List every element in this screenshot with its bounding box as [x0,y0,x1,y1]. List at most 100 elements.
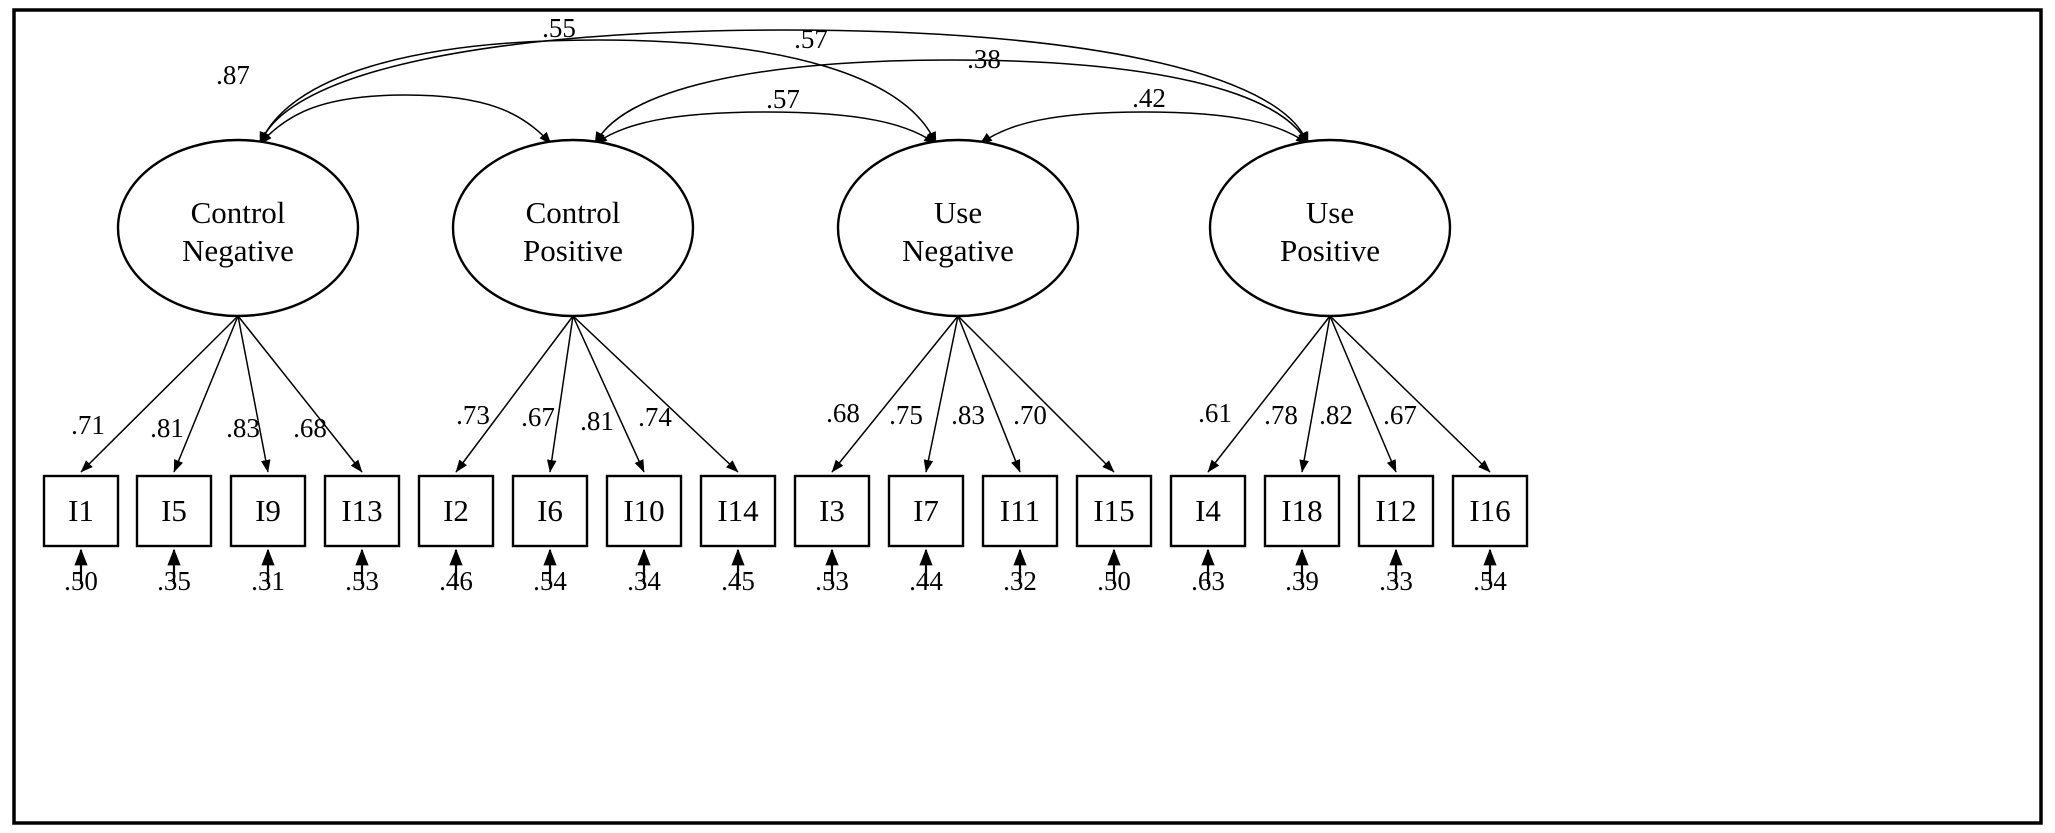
factor-label-line1-use-negative: Use [934,195,982,230]
residual-value-I13: .53 [345,566,379,596]
indicator-label-I12: I12 [1375,493,1416,528]
residual-value-I1: .50 [64,566,98,596]
indicator-I7: I7 [887,474,965,548]
indicator-box-I3 [793,474,871,548]
indicator-label-I13: I13 [341,493,382,528]
correlation-value-cn-cp: .87 [216,60,250,90]
loading-value-I9: .83 [226,413,260,443]
latent-factors: ControlNegativeControlPositiveUseNegativ… [116,138,1452,318]
indicator-I14: I14 [699,474,777,548]
residual-value-I6: .54 [533,566,567,596]
indicator-I5: I5 [135,474,213,548]
indicator-label-I2: I2 [443,493,469,528]
correlation-value-cp-un: .57 [766,84,800,114]
residual-value-I12: .33 [1379,566,1413,596]
loading-path-I16 [1329,315,1491,473]
indicator-I11: I11 [981,474,1059,548]
indicator-I2: I2 [417,474,495,548]
figure-frame [12,8,2043,825]
indicator-box-I16 [1451,474,1529,548]
indicator-label-I5: I5 [161,493,187,528]
indicator-label-I10: I10 [623,493,664,528]
loading-path-I10 [572,315,645,473]
correlation-arc-head-left [259,39,599,145]
loading-path-I18 [1299,315,1331,473]
correlation-arc-head-left [259,29,785,145]
correlation-arc-head-right [405,94,552,145]
indicator-I16: I16 [1451,474,1529,548]
indicator-I9: I9 [229,474,307,548]
correlation-arc-head-left [594,59,952,145]
loading-path-I6 [547,315,574,473]
indicator-I3: I3 [793,474,871,548]
indicator-I4: I4 [1169,474,1247,548]
correlation-value-un-up: .42 [1132,83,1166,113]
indicator-I18: I18 [1263,474,1341,548]
loading-value-I6: .67 [521,402,555,432]
indicator-label-I15: I15 [1093,493,1134,528]
factor-label-line1-use-positive: Use [1306,195,1354,230]
loading-path-I13 [237,315,363,473]
indicator-label-I4: I4 [1195,493,1221,528]
loading-path-I1 [80,315,239,473]
factor-label-line2-control-positive: Positive [523,233,623,268]
residual-value-I15: .50 [1097,566,1131,596]
residual-value-I14: .45 [721,566,755,596]
indicator-box-I15 [1075,474,1153,548]
correlation-arc-cp-un [594,111,937,145]
indicator-box-I9 [229,474,307,548]
coefficient-labels: .87.55.57.57.38.42.71.50.81.35.83.31.68.… [64,13,1507,596]
correlation-value-cn-un: .55 [542,13,576,43]
indicator-box-I12 [1357,474,1435,548]
indicator-label-I1: I1 [68,493,94,528]
residual-value-I2: .46 [439,566,473,596]
indicator-label-I7: I7 [913,493,939,528]
indicator-I15: I15 [1075,474,1153,548]
correlation-arc-head-left [979,111,1145,145]
factor-ellipse-control-positive [451,138,695,318]
correlation-arc-cp-up [594,59,1309,145]
loading-path-I3 [831,315,959,473]
factor-loading-paths [80,315,1491,473]
loading-path-I11 [957,315,1021,473]
indicator-box-I6 [511,474,589,548]
indicator-I13: I13 [323,474,401,548]
indicator-box-I1 [42,474,120,548]
indicator-box-I10 [605,474,683,548]
loading-value-I7: .75 [889,400,923,430]
indicator-box-I5 [135,474,213,548]
correlation-arc-cn-up [259,29,1309,145]
correlation-arc-un-up [979,111,1309,145]
loading-value-I10: .81 [580,406,614,436]
residual-value-I7: .44 [909,566,943,596]
correlation-value-cn-up: .57 [794,24,828,54]
observed-indicators: I1 I5 I9 I13 I2 I6 I10 I14 I3 I7 I11 I15 I4 I18 I12 I16 [42,474,1529,584]
correlation-arc-head-right [951,59,1309,145]
indicator-label-I9: I9 [255,493,281,528]
loading-value-I15: .70 [1013,400,1047,430]
indicator-I12: I12 [1357,474,1435,548]
indicator-label-I14: I14 [717,493,759,528]
correlation-arc-cn-cp [259,94,552,145]
residual-value-I9: .31 [251,566,285,596]
loading-path-I15 [957,315,1115,473]
indicator-box-I11 [981,474,1059,548]
indicator-box-I18 [1263,474,1341,548]
correlation-arc-head-right [765,111,937,145]
factor-label-line2-use-positive: Positive [1280,233,1380,268]
correlation-arc-head-left [259,94,406,145]
indicator-label-I11: I11 [1000,493,1040,528]
indicator-label-I6: I6 [537,493,563,528]
loading-path-I7 [923,315,959,473]
factor-ellipse-use-positive [1208,138,1452,318]
indicator-box-I14 [699,474,777,548]
indicator-I6: I6 [511,474,589,548]
loading-value-I14: .74 [638,402,672,432]
residual-value-I4: .63 [1191,566,1225,596]
residual-value-I3: .53 [815,566,849,596]
indicator-label-I3: I3 [819,493,845,528]
